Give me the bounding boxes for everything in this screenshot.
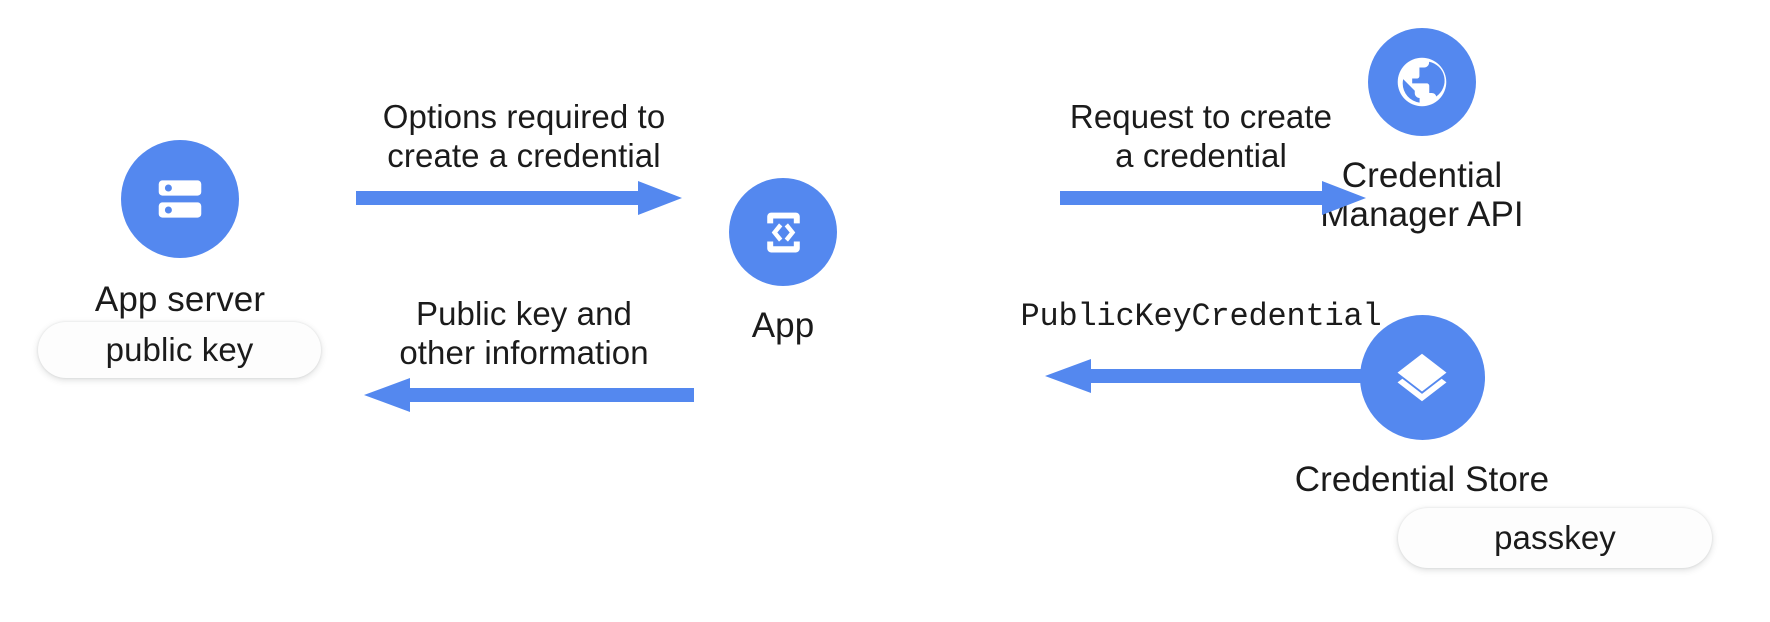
pill-public-key: public key bbox=[38, 322, 321, 378]
credential-store-circle bbox=[1359, 315, 1485, 440]
flow-options-required-label: Options required to create a credential bbox=[382, 98, 666, 174]
app-server-circle bbox=[121, 140, 239, 258]
server-icon bbox=[158, 180, 202, 218]
flow-public-key-credential: PublicKeyCredential bbox=[1015, 298, 1387, 408]
app-circle bbox=[729, 178, 837, 286]
credential-manager-api-circle bbox=[1368, 28, 1476, 136]
arrow-right-options-required bbox=[356, 181, 682, 215]
node-app: App bbox=[683, 178, 883, 345]
arrow-right-request-create bbox=[1060, 181, 1366, 215]
arrow-left-public-key-credential bbox=[1045, 359, 1371, 393]
flow-public-key-info-label: Public key and other information bbox=[399, 295, 649, 371]
layers-icon bbox=[1397, 353, 1447, 401]
node-credential-store-label: Credential Store bbox=[1294, 460, 1550, 499]
flow-request-create-label: Request to create a credential bbox=[1069, 98, 1333, 174]
arrow-left-public-key-info bbox=[364, 378, 694, 412]
app-code-device-icon bbox=[766, 212, 800, 252]
flow-public-key-info: Public key and other information bbox=[338, 295, 710, 412]
flow-options-required: Options required to create a credential bbox=[338, 98, 710, 215]
pill-passkey: passkey bbox=[1398, 508, 1712, 568]
flow-request-create: Request to create a credential bbox=[1015, 98, 1387, 215]
pill-passkey-label: passkey bbox=[1494, 519, 1616, 556]
node-app-label: App bbox=[751, 306, 815, 345]
flow-public-key-credential-label: PublicKeyCredential bbox=[1020, 298, 1382, 335]
node-app-server: App server bbox=[80, 140, 280, 319]
globe-public-icon bbox=[1397, 57, 1447, 107]
pill-public-key-label: public key bbox=[105, 331, 254, 368]
node-credential-store: Credential Store bbox=[1272, 315, 1572, 499]
node-app-server-label: App server bbox=[94, 280, 266, 319]
